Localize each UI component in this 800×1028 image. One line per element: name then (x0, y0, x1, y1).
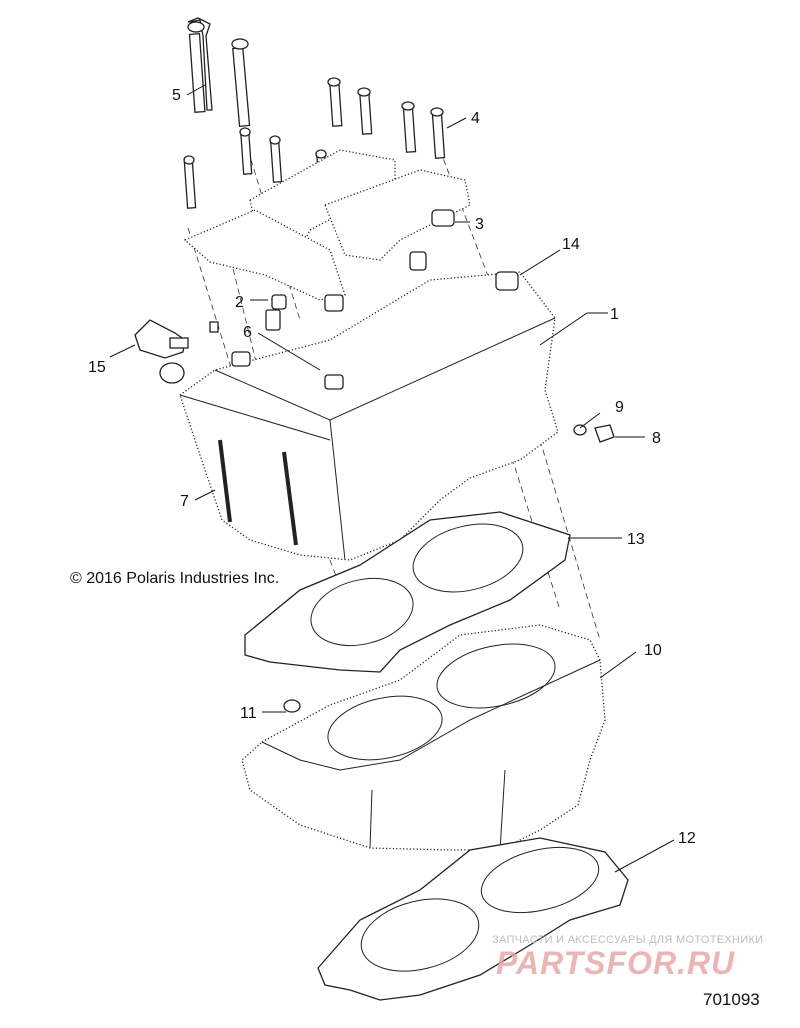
callout-15: 15 (88, 359, 106, 376)
callout-4: 4 (471, 110, 480, 127)
head-gasket (244, 511, 571, 673)
callout-8: 8 (652, 430, 661, 447)
callout-9: 9 (615, 399, 624, 416)
callout-6: 6 (243, 324, 252, 341)
watermark-brand: PARTSFOR.RU (496, 945, 736, 981)
callout-10: 10 (644, 642, 662, 659)
callout-12: 12 (678, 830, 696, 847)
cylinder-head (179, 251, 615, 561)
callout-11: 11 (240, 705, 257, 722)
cam-caps (183, 149, 471, 301)
callout-3: 3 (475, 216, 484, 233)
cylinder (241, 624, 606, 851)
leader-lines (109, 84, 675, 873)
callout-7: 7 (180, 493, 189, 510)
callout-1: 1 (610, 306, 619, 323)
figure-number: 701093 (703, 990, 760, 1009)
callouts: 1 2 3 4 5 6 7 8 9 10 11 12 13 14 15 (88, 87, 696, 847)
callout-14: 14 (562, 236, 580, 253)
small-parts (159, 294, 301, 713)
callout-2: 2 (235, 294, 244, 311)
watermark-tagline: ЗАПЧАСТИ И АКСЕССУАРЫ ДЛЯ МОТОТЕХНИКИ (492, 934, 764, 946)
temperature-sensor (134, 319, 189, 359)
callout-13: 13 (627, 531, 645, 548)
base-gasket (317, 837, 629, 1001)
long-bolts (187, 17, 251, 127)
copyright-text: © 2016 Polaris Industries Inc. (70, 570, 280, 587)
callout-5: 5 (172, 87, 181, 104)
